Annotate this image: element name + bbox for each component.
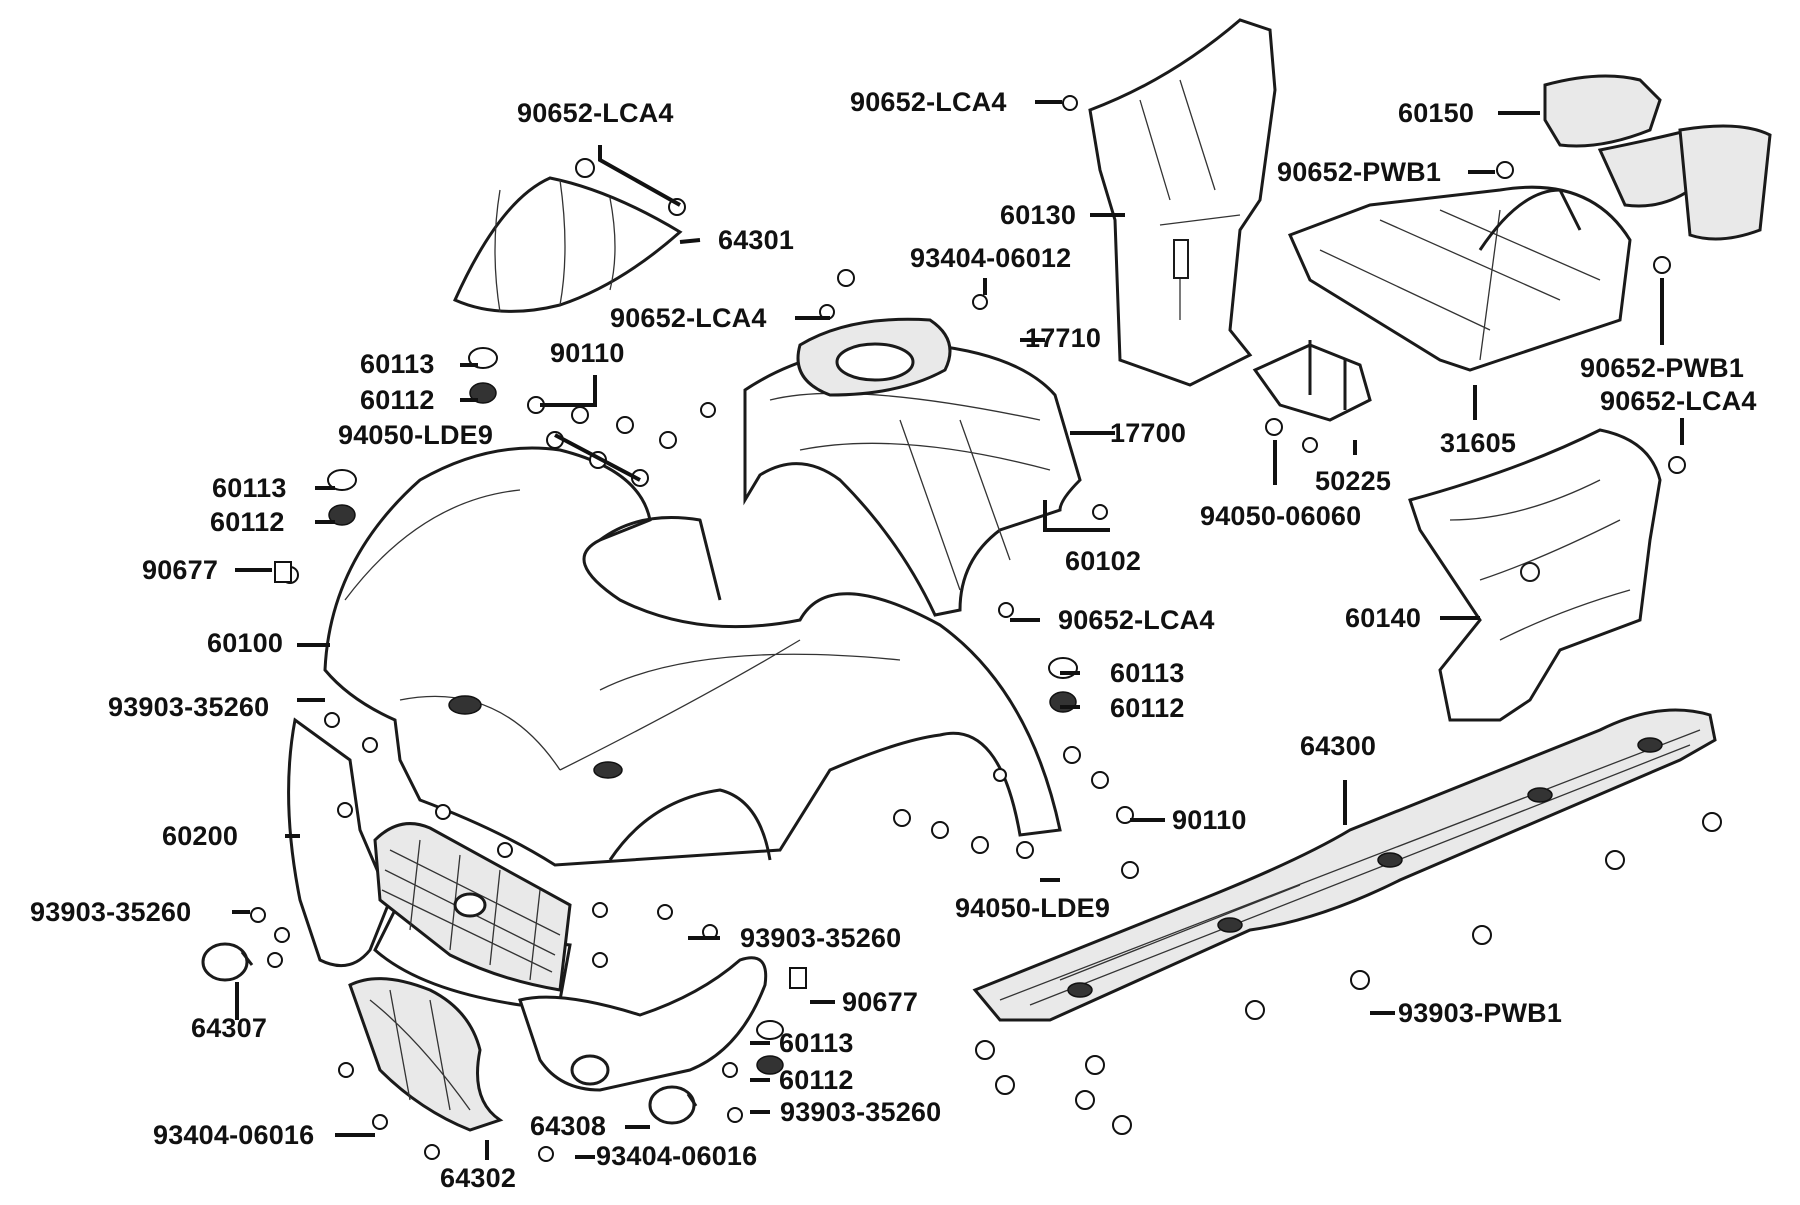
part-label: 64308 <box>530 1111 607 1141</box>
part-label: 90652-LCA4 <box>610 303 767 333</box>
part-label: 50225 <box>1315 466 1392 496</box>
part-label: 90652-LCA4 <box>850 87 1007 117</box>
part-label: 93903-35260 <box>108 692 270 722</box>
part-label: 90110 <box>550 338 625 368</box>
visor-64301 <box>453 176 683 313</box>
part-label: 90677 <box>142 555 219 585</box>
part-label: 93903-PWB1 <box>1398 998 1563 1028</box>
part-label: 93404-06012 <box>910 243 1072 273</box>
part-label: 60112 <box>360 385 435 415</box>
part-label: 64301 <box>718 225 795 255</box>
front-lower-cover <box>518 956 768 1092</box>
part-label: 93903-35260 <box>780 1097 942 1127</box>
bracket-50225 <box>1252 340 1372 422</box>
part-label: 60112 <box>779 1065 854 1095</box>
part-label: 90652-PWB1 <box>1277 157 1442 187</box>
part-label: 60100 <box>207 628 284 658</box>
part-label: 90652-LCA4 <box>517 98 674 128</box>
part-label: 60130 <box>1000 200 1077 230</box>
part-label: 60200 <box>162 821 239 851</box>
part-label: 31605 <box>1440 428 1517 458</box>
part-label: 94050-06060 <box>1200 501 1362 531</box>
front-skid-64302 <box>348 977 504 1132</box>
front-fender-60100 <box>323 446 1062 867</box>
part-label: 17700 <box>1110 418 1187 448</box>
part-label: 93404-06016 <box>596 1141 758 1171</box>
part-label: 60112 <box>210 507 285 537</box>
grille <box>373 822 572 992</box>
part-label: 93903-35260 <box>740 923 902 953</box>
part-label: 94050-LDE9 <box>338 420 494 450</box>
part-label: 94050-LDE9 <box>955 893 1111 923</box>
part-label: 60112 <box>1110 693 1185 723</box>
part-label: 60113 <box>1110 658 1185 688</box>
part-label: 60102 <box>1065 546 1142 576</box>
part-label: 90652-PWB1 <box>1580 353 1745 383</box>
skid-plate-64300 <box>972 708 1717 1022</box>
part-label: 93404-06016 <box>153 1120 315 1150</box>
light-64307 <box>201 942 254 982</box>
side-cover-60140 <box>1408 428 1662 722</box>
hardware <box>250 95 1722 1162</box>
part-label: 90677 <box>842 987 919 1017</box>
part-label: 64300 <box>1300 731 1377 761</box>
part-label: 17710 <box>1025 323 1102 353</box>
light-64308 <box>648 1085 698 1125</box>
tray-31605 <box>1287 185 1632 372</box>
panel-17710 <box>796 317 952 397</box>
part-label: 90652-LCA4 <box>1058 605 1215 635</box>
panel-60130 <box>1088 18 1277 387</box>
part-label: 60113 <box>212 473 287 503</box>
part-label: 60150 <box>1398 98 1475 128</box>
part-label: 93903-35260 <box>30 897 192 927</box>
part-label: 64307 <box>191 1013 268 1043</box>
part-label: 60113 <box>360 349 435 379</box>
part-label: 60140 <box>1345 603 1422 633</box>
part-label: 90110 <box>1172 805 1247 835</box>
part-label: 60113 <box>779 1028 854 1058</box>
leader-lines <box>232 100 1684 1160</box>
part-60150 <box>1543 74 1772 241</box>
part-label: 64302 <box>440 1163 517 1193</box>
part-label: 90652-LCA4 <box>1600 386 1757 416</box>
